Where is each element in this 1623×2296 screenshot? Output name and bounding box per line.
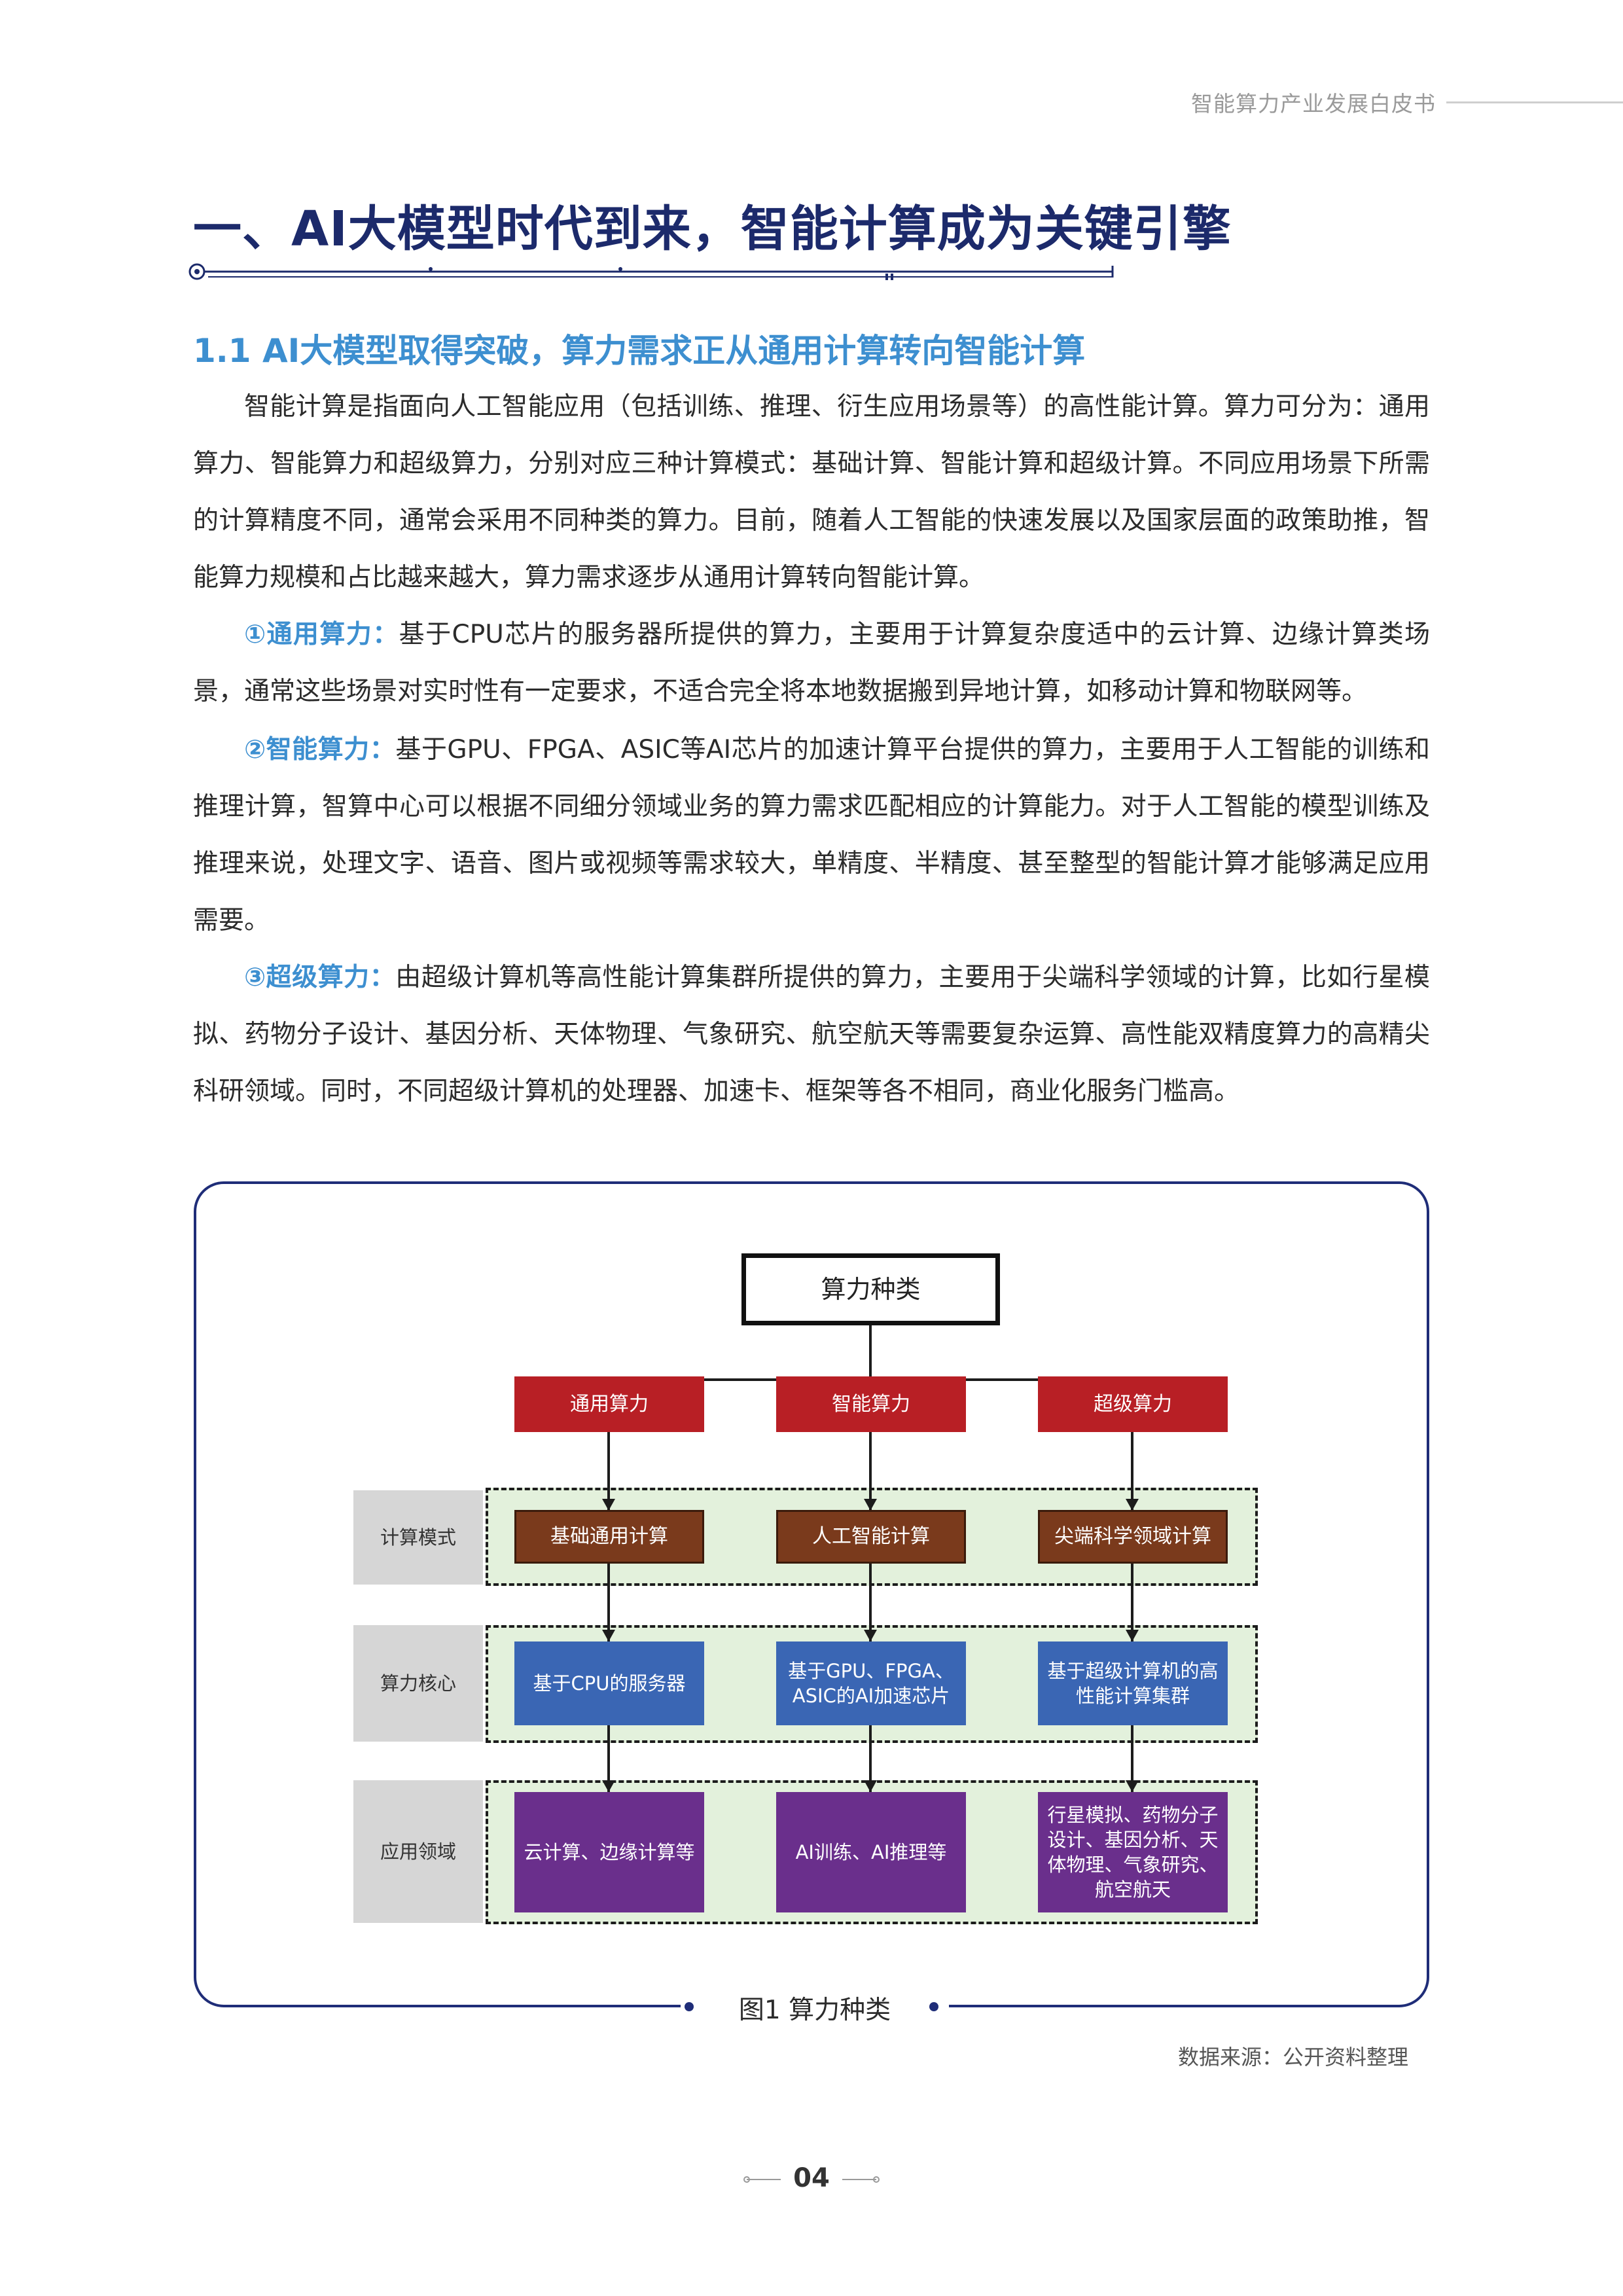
arrow-col3-field: [1126, 1780, 1139, 1792]
section-title: 1.1 AI大模型取得突破，算力需求正从通用计算转向智能计算: [193, 332, 1086, 370]
super-compute-label: ③超级算力：: [244, 963, 396, 992]
field-ai-training-inference: AI训练、AI推理等: [776, 1792, 966, 1912]
figure-caption: 图1 算力种类: [738, 1996, 891, 2025]
caption-gap: [681, 1996, 949, 2018]
paragraph-intro-text: 智能计算是指面向人工智能应用（包括训练、推理、衍生应用场景等）的高性能计算。算力…: [193, 392, 1430, 592]
title-underline-decoration: [188, 263, 1114, 280]
field-scientific-research: 行星模拟、药物分子设计、基因分析、天体物理、气象研究、航空航天: [1038, 1792, 1228, 1912]
data-source-note: 数据来源：公开资料整理: [1178, 2045, 1409, 2070]
mode-ai-compute: 人工智能计算: [776, 1510, 966, 1564]
mode-frontier-science: 尖端科学领域计算: [1038, 1510, 1228, 1564]
arrow-col2-field: [864, 1780, 877, 1792]
core-ai-accelerator: 基于GPU、FPGA、ASIC的AI加速芯片: [776, 1641, 966, 1725]
arrow-col2-core: [864, 1630, 877, 1641]
core-cpu-server: 基于CPU的服务器: [514, 1641, 704, 1725]
category-intelligent-compute: 智能算力: [776, 1376, 966, 1432]
field-cloud-edge: 云计算、边缘计算等: [514, 1792, 704, 1912]
row-label-application-field: 应用领域: [353, 1780, 483, 1923]
paragraph-general-compute: ①通用算力：基于CPU芯片的服务器所提供的算力，主要用于计算复杂度适中的云计算、…: [193, 606, 1430, 720]
paragraph-intelligent-compute: ②智能算力：基于GPU、FPGA、ASIC等AI芯片的加速计算平台提供的算力，主…: [193, 721, 1430, 949]
running-header: 智能算力产业发展白皮书: [1191, 91, 1436, 117]
page-number-ornament: [743, 2176, 880, 2183]
paragraph-super-compute: ③超级算力：由超级计算机等高性能计算集群所提供的算力，主要用于尖端科学领域的计算…: [193, 949, 1430, 1120]
page-number: 04: [793, 2163, 830, 2193]
connector-root-down: [869, 1323, 872, 1381]
category-super-compute: 超级算力: [1038, 1376, 1228, 1432]
arrow-col2-mode: [864, 1499, 877, 1511]
caption-dot-right: [929, 2002, 938, 2011]
super-compute-text: 由超级计算机等高性能计算集群所提供的算力，主要用于尖端科学领域的计算，比如行星模…: [193, 963, 1430, 1106]
diagram-root-compute-types: 算力种类: [741, 1253, 1000, 1325]
header-rule: [1446, 101, 1623, 103]
category-general-compute: 通用算力: [514, 1376, 704, 1432]
mode-basic-general: 基础通用计算: [514, 1510, 704, 1564]
general-compute-text: 基于CPU芯片的服务器所提供的算力，主要用于计算复杂度适中的云计算、边缘计算类场…: [193, 620, 1431, 706]
core-hpc-cluster: 基于超级计算机的高性能计算集群: [1038, 1641, 1228, 1725]
arrow-col1-field: [602, 1780, 615, 1792]
arrow-col1-core: [602, 1630, 615, 1641]
row-label-compute-mode: 计算模式: [353, 1490, 483, 1585]
chapter-title: 一、AI大模型时代到来，智能计算成为关键引擎: [193, 201, 1232, 257]
paragraph-intro: 智能计算是指面向人工智能应用（包括训练、推理、衍生应用场景等）的高性能计算。算力…: [193, 378, 1430, 606]
intelligent-compute-label: ②智能算力：: [244, 735, 396, 764]
general-compute-label: ①通用算力：: [244, 620, 399, 649]
row-label-compute-core: 算力核心: [353, 1625, 483, 1742]
arrow-col3-core: [1126, 1630, 1139, 1641]
arrow-col3-mode: [1126, 1499, 1139, 1511]
intelligent-compute-text: 基于GPU、FPGA、ASIC等AI芯片的加速计算平台提供的算力，主要用于人工智…: [193, 735, 1430, 935]
arrow-col1-mode: [602, 1499, 615, 1511]
caption-dot-left: [685, 2002, 694, 2011]
